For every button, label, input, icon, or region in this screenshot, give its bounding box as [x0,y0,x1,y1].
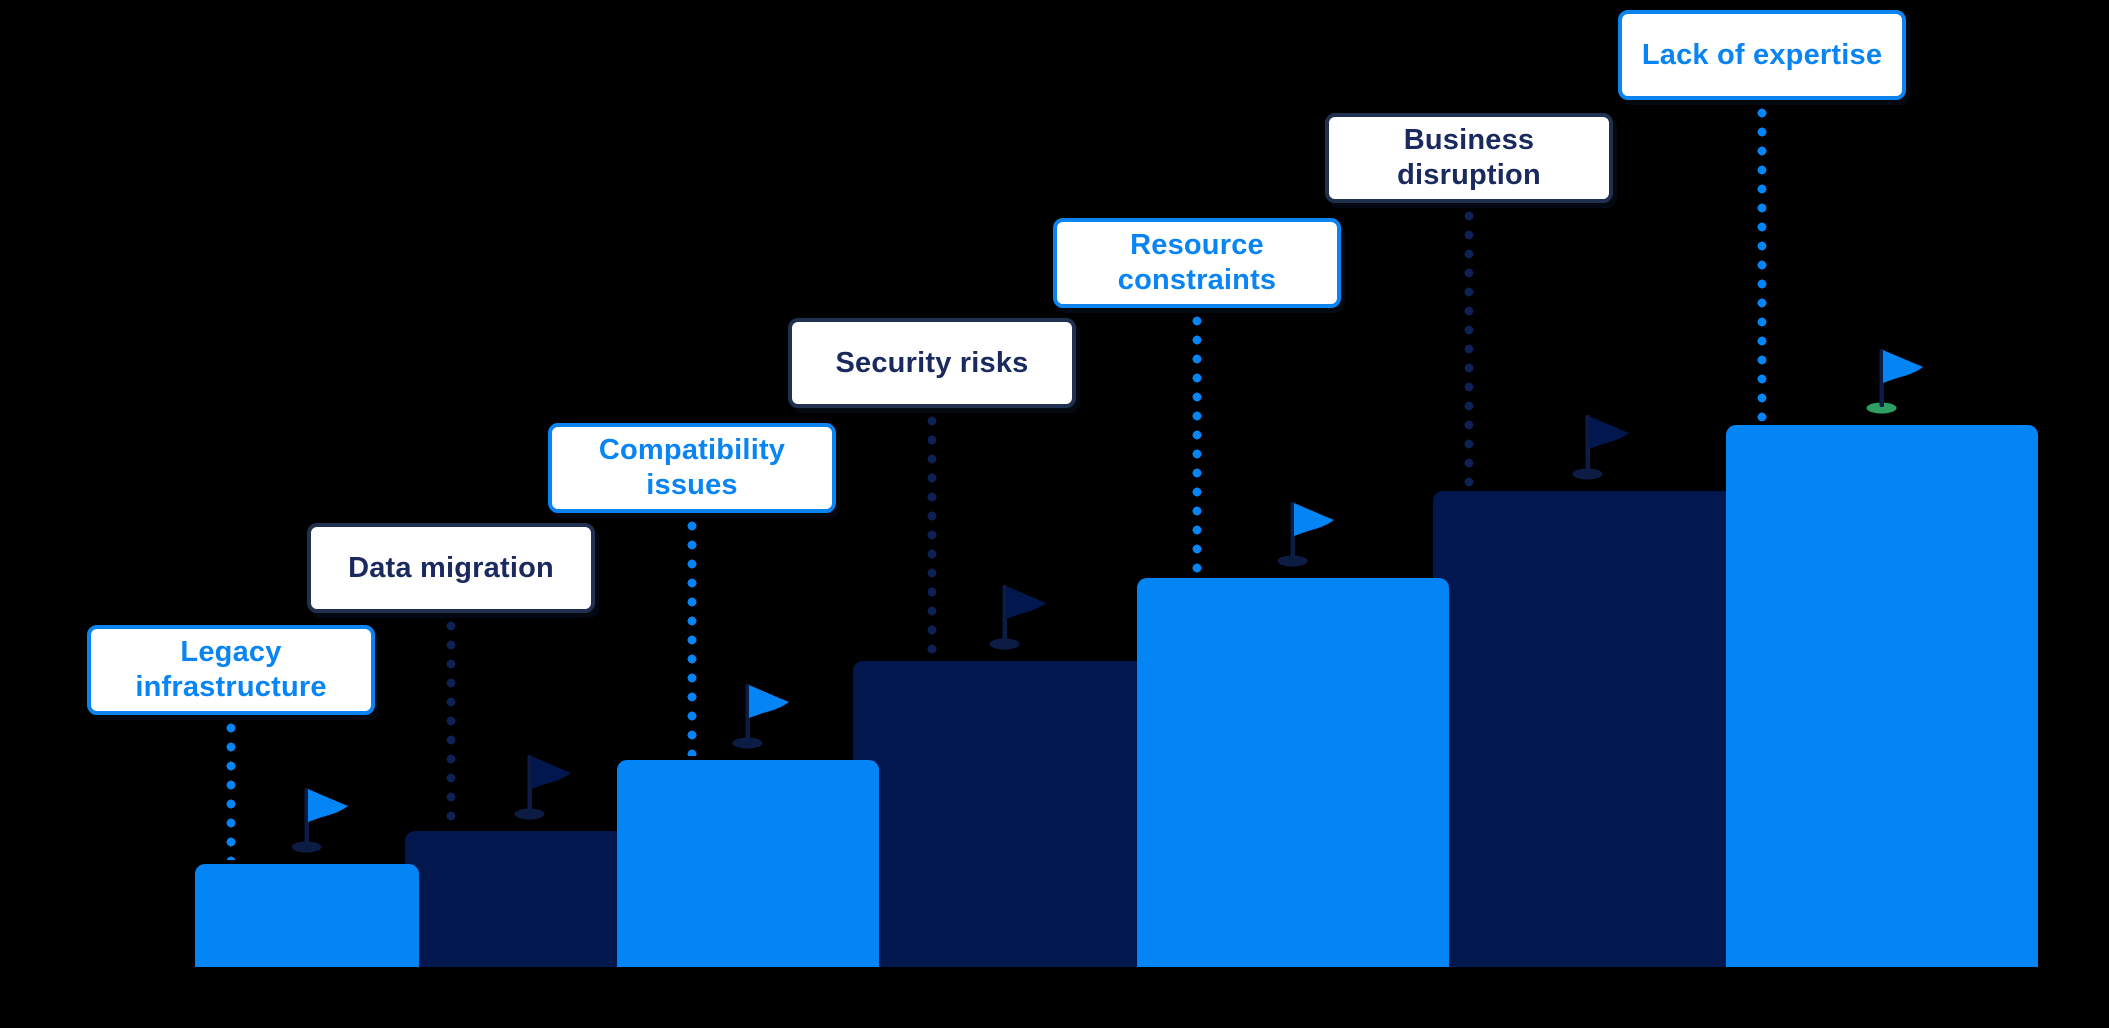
step-label: Data migration [348,551,554,584]
dotted-connector [1464,210,1474,487]
bar-lack-of-expertise [1726,425,2038,967]
label-data-migration: Data migration [307,523,595,613]
dotted-connector [1192,315,1202,574]
bar-resource-constraints [1137,578,1449,967]
bar-business-disruption [1433,491,1743,967]
navy-flag-icon [1572,415,1629,480]
dotted-connector [226,722,236,860]
dotted-connector [687,520,697,756]
navy-flag-icon [514,755,571,820]
label-legacy-infrastructure: Legacy infrastructure [87,625,375,715]
label-resource-constraints: Resource constraints [1053,218,1341,308]
label-lack-of-expertise: Lack of expertise [1618,10,1906,100]
blue-flag-icon [291,788,348,853]
label-security-risks: Security risks [788,318,1076,408]
step-label: Compatibility issues [598,434,786,501]
label-compatibility-issues: Compatibility issues [548,423,836,513]
step-label: Legacy infrastructure [135,636,327,703]
label-business-disruption: Business disruption [1325,113,1613,203]
blue-flag-icon [732,684,789,749]
dotted-connector [446,620,456,827]
step-label: Business disruption [1397,124,1541,191]
bar-legacy-infrastructure [195,864,419,967]
step-label: Lack of expertise [1641,38,1883,71]
dotted-connector [927,415,937,657]
navy-flag-icon [989,585,1046,650]
bar-compatibility-issues [617,760,879,967]
goal-flag-icon [1866,349,1923,414]
step-label: Resource constraints [1117,229,1277,296]
bar-security-risks [853,661,1158,967]
blue-flag-icon [1277,502,1334,567]
step-label: Security risks [835,346,1029,379]
bar-data-migration [405,831,655,967]
dotted-connector [1757,107,1767,421]
